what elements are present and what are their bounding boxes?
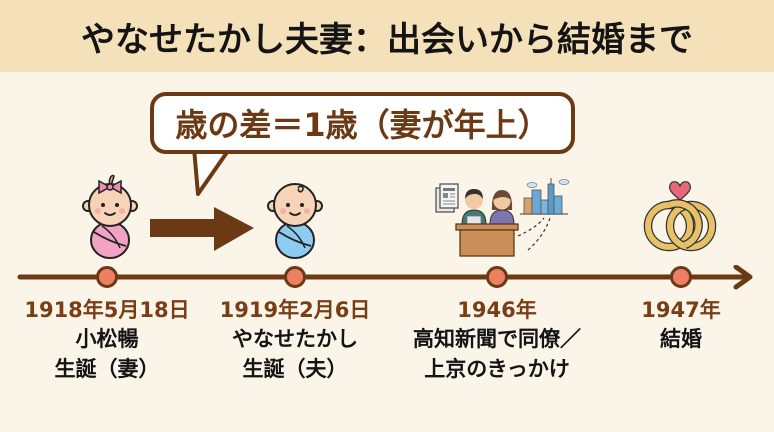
timeline-event-marriage: 1947年 結婚	[641, 296, 720, 354]
newspaper-office-city-icon	[435, 178, 570, 257]
event-date: 1919年2月6日	[219, 298, 371, 322]
timeline-axis	[17, 265, 753, 290]
timeline-event-wife-birth: 1918年5月18日 小松暢 生誕（妻）	[24, 296, 189, 384]
callout-text: 歳の差＝1歳（妻が年上）	[175, 106, 550, 144]
right-arrow-icon	[150, 207, 254, 251]
wedding-rings-heart-icon	[643, 181, 717, 252]
event-date: 1946年	[457, 298, 537, 322]
speech-bubble-tail	[192, 148, 232, 196]
timeline-event-husband-birth: 1919年2月6日 やなせたかし 生誕（夫）	[220, 296, 371, 384]
event-line1: やなせたかし	[231, 327, 358, 351]
event-date: 1918年5月18日	[24, 298, 190, 322]
baby-girl-icon	[82, 174, 138, 259]
event-line2: 上京のきっかけ	[424, 357, 570, 381]
event-line1: 結婚	[659, 327, 702, 351]
timeline-event-coworkers: 1946年 高知新聞で同僚／ 上京のきっかけ	[413, 296, 581, 384]
event-line1: 小松暢	[75, 327, 139, 351]
page-title: やなせたかし夫妻：出会いから結婚まで	[81, 19, 693, 60]
event-line2: 生誕（夫）	[242, 357, 348, 381]
age-difference-callout: 歳の差＝1歳（妻が年上）	[150, 92, 575, 154]
baby-boy-icon	[267, 183, 323, 259]
event-date: 1947年	[641, 298, 721, 322]
event-line2: 生誕（妻）	[54, 357, 160, 381]
event-line1: 高知新聞で同僚／	[413, 327, 581, 351]
header-banner: やなせたかし夫妻：出会いから結婚まで	[0, 0, 774, 72]
